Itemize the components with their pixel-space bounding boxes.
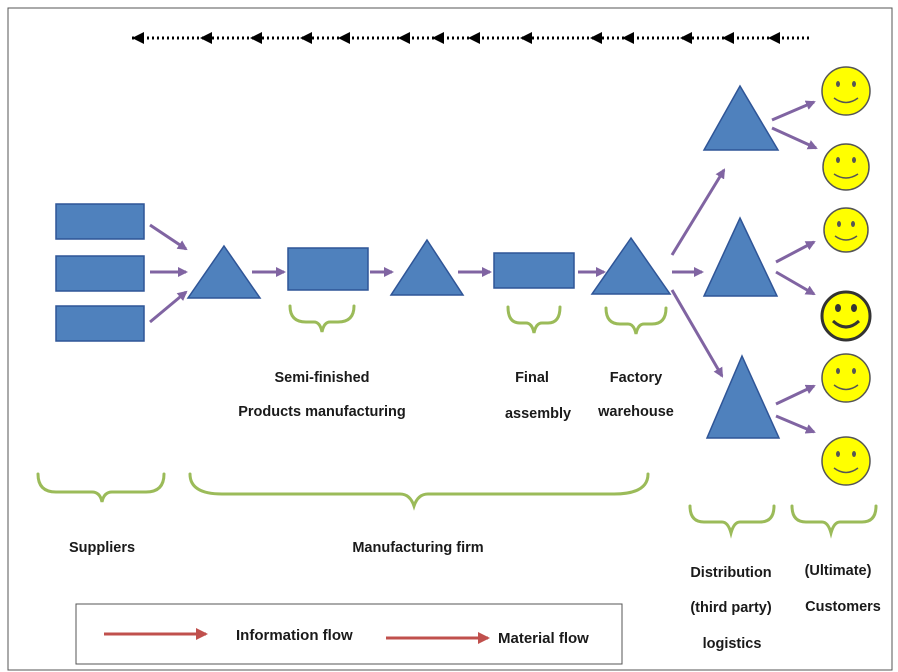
brace: [604, 306, 668, 335]
smiley-face-icon: [822, 143, 870, 191]
smiley-face-icon: [820, 290, 872, 342]
smiley-face-icon: [821, 66, 871, 116]
info-arrowhead: [132, 32, 144, 44]
inventory-triangle: [590, 236, 672, 295]
semi-finished-label: Semi-finished: [274, 370, 370, 386]
material-flow-arrow: [149, 223, 188, 251]
info-arrowhead: [338, 32, 350, 44]
supplier-box: [55, 305, 145, 342]
material-flow-arrow: [670, 168, 726, 256]
info-arrowhead: [590, 32, 602, 44]
info-arrowhead: [200, 32, 212, 44]
info-arrowhead: [432, 32, 444, 44]
semi-finished-box: [287, 247, 369, 291]
customers-label: Customers: [805, 599, 881, 615]
information-flow-arrow: [132, 32, 812, 44]
brace: [688, 504, 776, 539]
final-label: Final: [515, 370, 549, 386]
frame-border: [7, 7, 893, 671]
final-assembly-box: [493, 252, 575, 289]
info-arrowhead: [520, 32, 532, 44]
distribution-triangle: [702, 216, 779, 297]
suppliers-label: Suppliers: [68, 540, 136, 556]
material-flow-arrow: [149, 290, 188, 324]
material-flow-arrow: [775, 414, 816, 434]
info-arrowhead: [300, 32, 312, 44]
material-flow-arrow: [775, 240, 816, 264]
brace: [36, 472, 166, 503]
info-arrowhead: [468, 32, 480, 44]
factory-label: Factory: [609, 370, 663, 386]
brace: [790, 504, 878, 539]
third-party-label: (third party): [690, 600, 772, 616]
material-flow-arrow: [771, 100, 816, 122]
smiley-face-icon: [823, 207, 869, 253]
info-arrowhead: [768, 32, 780, 44]
material-flow-arrow: [771, 126, 818, 150]
info-arrowhead: [398, 32, 410, 44]
smiley-face-icon: [821, 436, 871, 486]
brace: [288, 304, 356, 333]
supplier-box: [55, 203, 145, 240]
material-flow-arrow: [670, 289, 724, 378]
inventory-triangle: [186, 244, 262, 299]
info-arrowhead: [722, 32, 734, 44]
inventory-triangle: [389, 238, 465, 296]
warehouse-label: warehouse: [598, 404, 674, 420]
information-flow-legend-label: Information flow: [236, 627, 353, 644]
distribution-label: Distribution: [690, 565, 772, 581]
manufacturing-firm-label: Manufacturing firm: [352, 540, 484, 556]
material-flow-legend-label: Material flow: [498, 630, 589, 647]
logistics-label: logistics: [702, 636, 762, 652]
info-arrowhead: [680, 32, 692, 44]
supplier-box: [55, 255, 145, 292]
assembly-label: assembly: [504, 406, 572, 422]
info-arrowhead: [250, 32, 262, 44]
brace: [506, 305, 562, 334]
material-flow-arrow: [775, 384, 816, 406]
info-arrowhead: [622, 32, 634, 44]
products-manufacturing-label: Products manufacturing: [238, 404, 406, 420]
ultimate-label: (Ultimate): [804, 563, 872, 579]
brace: [188, 472, 650, 511]
distribution-triangle: [705, 354, 781, 439]
material-flow-arrow: [775, 270, 816, 296]
distribution-triangle: [702, 84, 780, 151]
smiley-face-icon: [821, 353, 871, 403]
